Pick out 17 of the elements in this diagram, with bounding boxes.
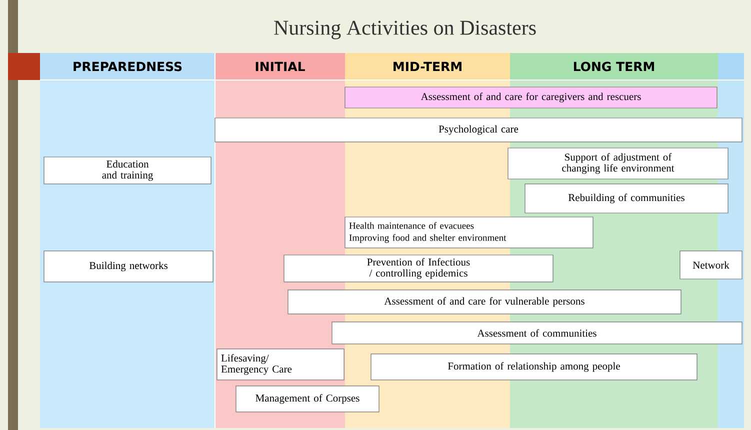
node-label: MID-TERM	[394, 62, 462, 72]
activity-box: Assessment of and care for caregivers and rescuers	[344, 86, 718, 108]
node-label: LONG TERM	[574, 62, 654, 72]
activity-box: Network	[680, 250, 742, 280]
activity-box: Management of Corpses	[236, 386, 380, 412]
activity-box: Assessment of and care for vulnerable persons	[288, 290, 682, 314]
title: Nursing Activities on Disasters	[274, 20, 536, 40]
activity-box: Lifesaving/ Emergency Care	[216, 348, 344, 380]
activity-box: Formation of relationship among people	[370, 354, 698, 380]
activity-box: Psychological care	[214, 118, 742, 142]
node-label: INITIAL	[256, 62, 305, 72]
activity-box: Building networks	[44, 250, 214, 282]
node-label: PREPAREDNESS	[74, 62, 182, 72]
activity-box: Education and training	[44, 156, 212, 184]
activity-box: Assessment of communities	[332, 322, 742, 344]
activity-box: Health maintenance of evacuees Improving food and shelter environment	[344, 216, 594, 248]
activity-box: Prevention of Infectious / controlling epidemics	[284, 254, 554, 282]
